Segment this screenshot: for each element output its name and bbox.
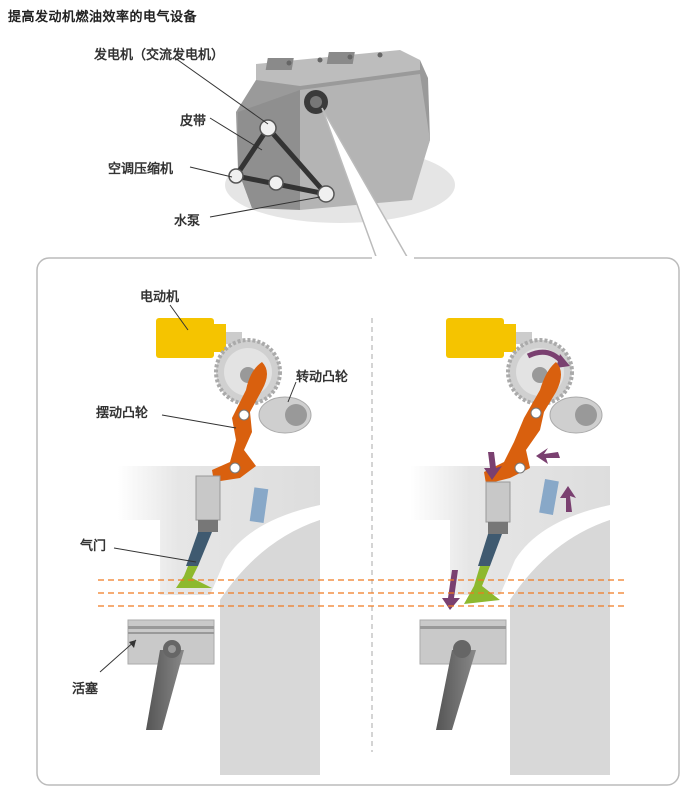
engine-block xyxy=(225,50,455,223)
ac-compressor-label: 空调压缩机 xyxy=(108,162,174,177)
rocker-cam-right xyxy=(484,362,561,484)
rocker-cam-label: 摆动凸轮 xyxy=(96,406,149,421)
valve-left xyxy=(176,566,212,588)
motor-right xyxy=(446,318,504,358)
valve-right xyxy=(464,566,500,604)
rotary-cam-label: 转动凸轮 xyxy=(296,370,349,385)
page-title: 提高发动机燃油效率的电气设备 xyxy=(8,10,198,25)
down-arrow-icon xyxy=(484,452,502,480)
valve-spring-left xyxy=(195,475,221,521)
valve-spring-right xyxy=(485,481,511,523)
connecting-rod-left xyxy=(146,650,184,730)
right-mechanism xyxy=(410,318,610,775)
water-pump-label: 水泵 xyxy=(174,214,201,229)
piston-label: 活塞 xyxy=(72,682,99,697)
left-mechanism xyxy=(118,318,320,775)
valve-label: 气门 xyxy=(80,539,107,554)
left-arrow-icon xyxy=(536,448,560,464)
ac-pulley xyxy=(228,168,244,184)
tappet-right xyxy=(539,479,559,515)
valve-down-arrow-icon xyxy=(442,570,460,610)
tappet-left xyxy=(249,487,269,523)
rocker-cam-left xyxy=(212,362,267,482)
motor-left xyxy=(156,318,214,358)
connecting-rod-right xyxy=(436,650,476,730)
up-arrow-icon xyxy=(560,486,576,512)
water-pump-pulley xyxy=(317,185,335,203)
engine-top xyxy=(256,50,420,86)
alternator-pulley xyxy=(259,119,277,137)
alternator-label: 发电机（交流发电机） xyxy=(94,48,225,63)
electric-motor-label: 电动机 xyxy=(140,290,180,305)
belt-label: 皮带 xyxy=(180,114,207,129)
stroke-reference-lines xyxy=(98,579,628,607)
